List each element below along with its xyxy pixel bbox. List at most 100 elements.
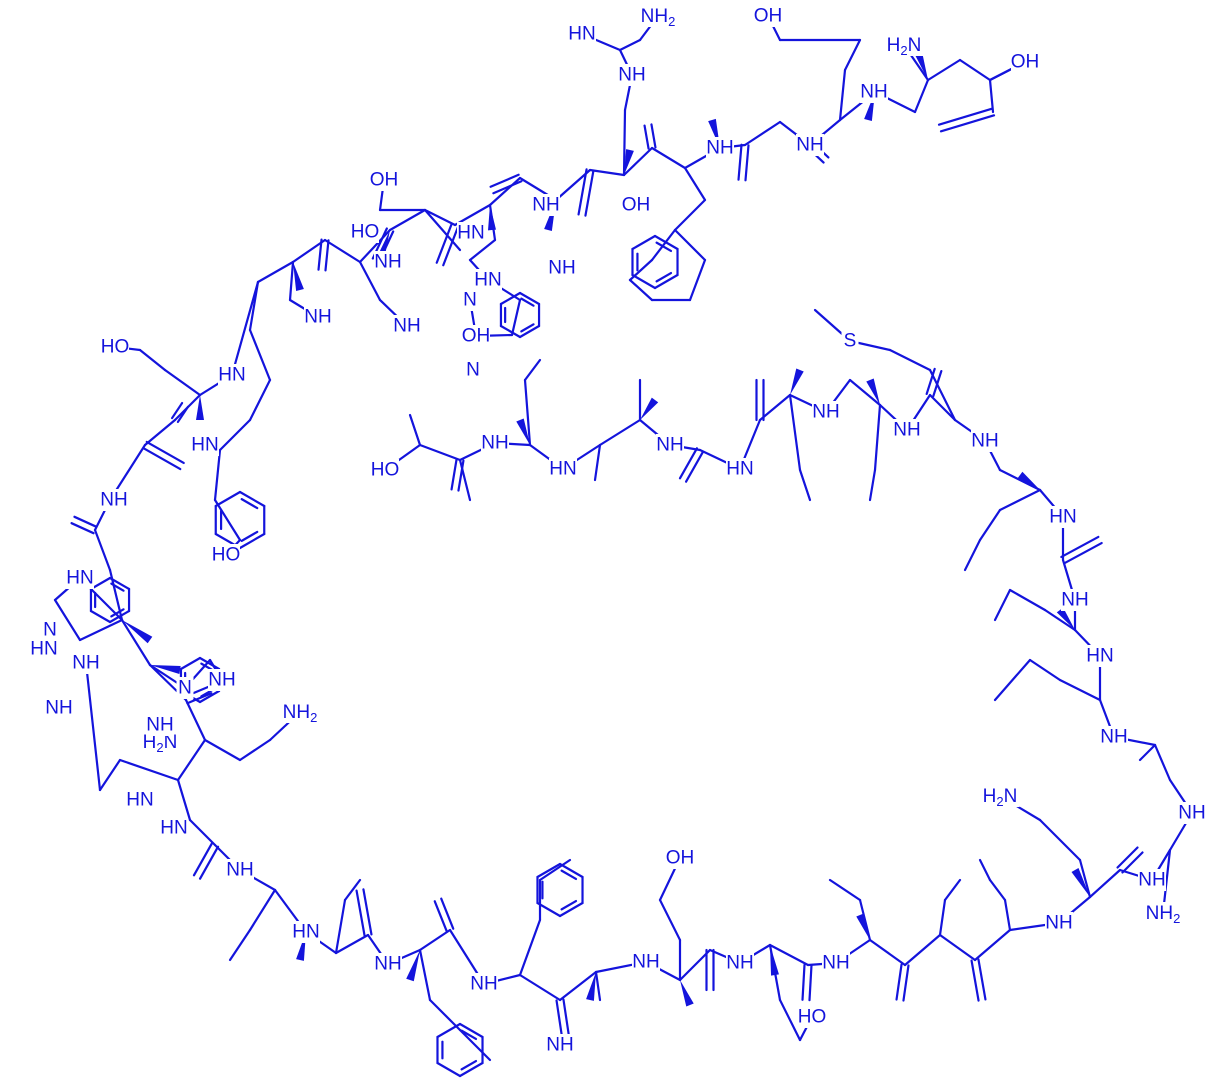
side-chain-bond xyxy=(993,588,1012,622)
atom-label: OH xyxy=(1011,52,1040,73)
aromatic-ring-bond xyxy=(198,689,221,704)
atom-label: S xyxy=(844,331,857,352)
stereo-wedge-bond xyxy=(1056,607,1075,630)
carbonyl-double-bond xyxy=(457,459,465,492)
carbonyl-double-bond xyxy=(1121,851,1144,874)
side-chain-bond xyxy=(978,858,992,882)
backbone-bond xyxy=(768,943,810,967)
aromatic-ring-bond xyxy=(653,234,679,251)
backbone-bond xyxy=(143,418,177,447)
side-chain-bond xyxy=(510,298,522,337)
aromatic-inner-bond xyxy=(240,530,259,542)
backbone-bond xyxy=(743,120,782,147)
atom-label-background xyxy=(1138,869,1166,891)
atom-label: OH xyxy=(754,6,783,27)
atom-label: NH xyxy=(548,258,575,279)
carbonyl-double-bond xyxy=(186,692,213,705)
stereo-wedge-bond xyxy=(914,50,928,80)
atom-label: NH xyxy=(726,953,753,974)
atom-label-background xyxy=(351,221,379,243)
side-chain-bond xyxy=(138,348,167,372)
aromatic-inner-bond xyxy=(110,608,125,618)
atom-label-background xyxy=(666,847,694,869)
aromatic-inner-bond xyxy=(460,1029,478,1041)
aromatic-ring-bond xyxy=(436,1061,462,1078)
carbonyl-double-bond xyxy=(450,458,458,491)
carbonyl-double-bond xyxy=(562,998,571,1041)
atom-label-background xyxy=(140,731,180,753)
carbonyl-double-bond xyxy=(1063,541,1103,565)
backbone-bond xyxy=(188,818,217,847)
aromatic-ring-bond xyxy=(238,490,266,508)
atom-label-background xyxy=(546,1034,574,1056)
atom-label-background xyxy=(1086,645,1114,667)
backbone-bond xyxy=(868,938,907,967)
atom-label: NH xyxy=(618,65,645,86)
stereo-wedge-bond xyxy=(680,980,694,1007)
backbone-bond xyxy=(938,933,977,962)
atom-label-background xyxy=(41,619,59,641)
atom-label-background xyxy=(481,432,509,454)
atom-label-background xyxy=(1045,912,1073,934)
side-chain-bond xyxy=(938,898,947,937)
atom-label-background xyxy=(461,289,479,311)
atom-label-background xyxy=(726,952,754,974)
atom-label-background xyxy=(226,859,254,881)
carbonyl-double-bond xyxy=(1116,846,1139,869)
atom-label: NH xyxy=(706,138,733,159)
side-chain-bond xyxy=(943,878,962,902)
aromatic-inner-bond xyxy=(520,323,535,333)
atom-label: NH2 xyxy=(1146,903,1181,926)
side-chain-bond xyxy=(203,738,242,762)
carbonyl-double-bond xyxy=(744,144,750,182)
backbone-bond xyxy=(418,443,462,462)
atom-label: HN xyxy=(126,790,153,811)
backbone-bond xyxy=(903,933,942,967)
backbone-bond xyxy=(926,58,962,82)
backbone-bond xyxy=(176,738,207,782)
aromatic-ring-bond xyxy=(631,273,657,290)
side-chain-bond xyxy=(1028,658,1062,682)
side-chain-bond xyxy=(53,598,82,642)
atom-label: NH xyxy=(393,316,420,337)
atom-label-background xyxy=(292,921,320,943)
atom-label-background xyxy=(638,5,678,27)
side-chain-bond xyxy=(1008,588,1047,612)
atom-label-background xyxy=(462,325,490,347)
side-chain-bond xyxy=(118,758,180,782)
atom-label: N xyxy=(43,620,57,641)
carbonyl-double-bond xyxy=(643,124,650,150)
backbone-bond xyxy=(558,970,598,1002)
atom-label: NH xyxy=(481,433,508,454)
aromatic-inner-bond xyxy=(560,869,578,881)
atom-label-background xyxy=(568,23,596,45)
side-chain-bond xyxy=(828,878,862,902)
side-chain-bond xyxy=(213,498,242,542)
backbone-bond xyxy=(388,208,427,232)
atom-label-background xyxy=(464,359,482,381)
atom-label: H2N xyxy=(143,732,178,755)
atom-label: HN xyxy=(549,459,576,480)
atom-label: HO xyxy=(371,460,400,481)
atom-label: NH xyxy=(812,402,839,423)
aromatic-ring-bond xyxy=(458,1061,484,1078)
carbonyl-double-bond xyxy=(808,964,813,1002)
atom-label-background xyxy=(101,336,129,358)
carbonyl-double-bond xyxy=(577,168,588,216)
backbone-bond xyxy=(334,933,370,955)
atom-label-background xyxy=(72,652,100,674)
carbonyl-double-bond xyxy=(440,897,455,930)
side-chain-bond xyxy=(418,948,432,1002)
backbone-bond xyxy=(678,948,712,982)
atom-label: NH xyxy=(100,490,127,511)
carbonyl-double-bond xyxy=(70,522,95,535)
atom-label: NH xyxy=(1045,913,1072,934)
backbone-bond xyxy=(358,228,392,264)
backbone-bond xyxy=(230,280,260,377)
side-chain-bond xyxy=(518,918,542,977)
stereo-wedge-bond xyxy=(196,395,204,420)
side-chain-bond xyxy=(213,448,222,502)
atom-label: NH xyxy=(532,195,559,216)
